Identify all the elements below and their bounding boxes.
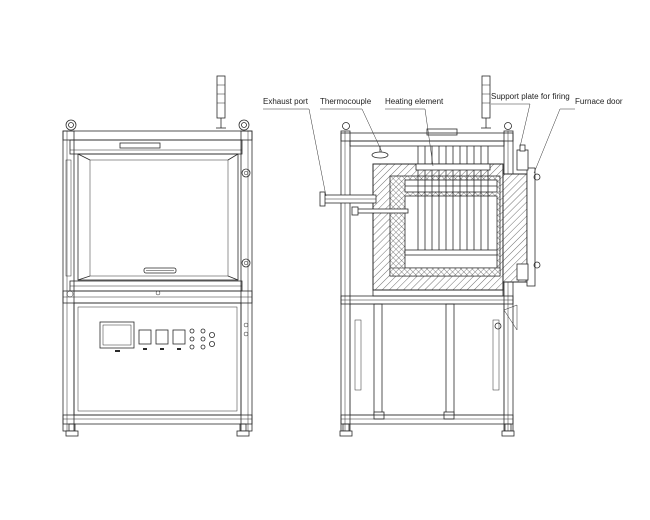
signal-tower-icon [216,75,226,129]
label-heating-element: Heating element [385,97,444,106]
thermocouple [351,206,409,216]
lifting-eye-icon [342,122,512,130]
label-exhaust-port: Exhaust port [263,97,309,106]
label-furnace-door: Furnace door [575,97,623,106]
label-thermocouple: Thermocouple [320,97,372,106]
lifting-eye-icon [65,119,250,131]
front-view [62,75,253,437]
control-panel [99,321,249,352]
leveling-foot-icon [339,423,515,437]
callouts: Exhaust port Thermocouple Heating elemen… [263,92,623,197]
label-support-plate: Support plate for firing [491,92,570,101]
furnace-door [502,144,541,287]
heating-element-rods [415,146,491,250]
signal-tower-icon [481,75,491,129]
side-section-view [319,75,541,437]
leveling-foot-icon [65,423,250,437]
exhaust-port [319,191,377,207]
